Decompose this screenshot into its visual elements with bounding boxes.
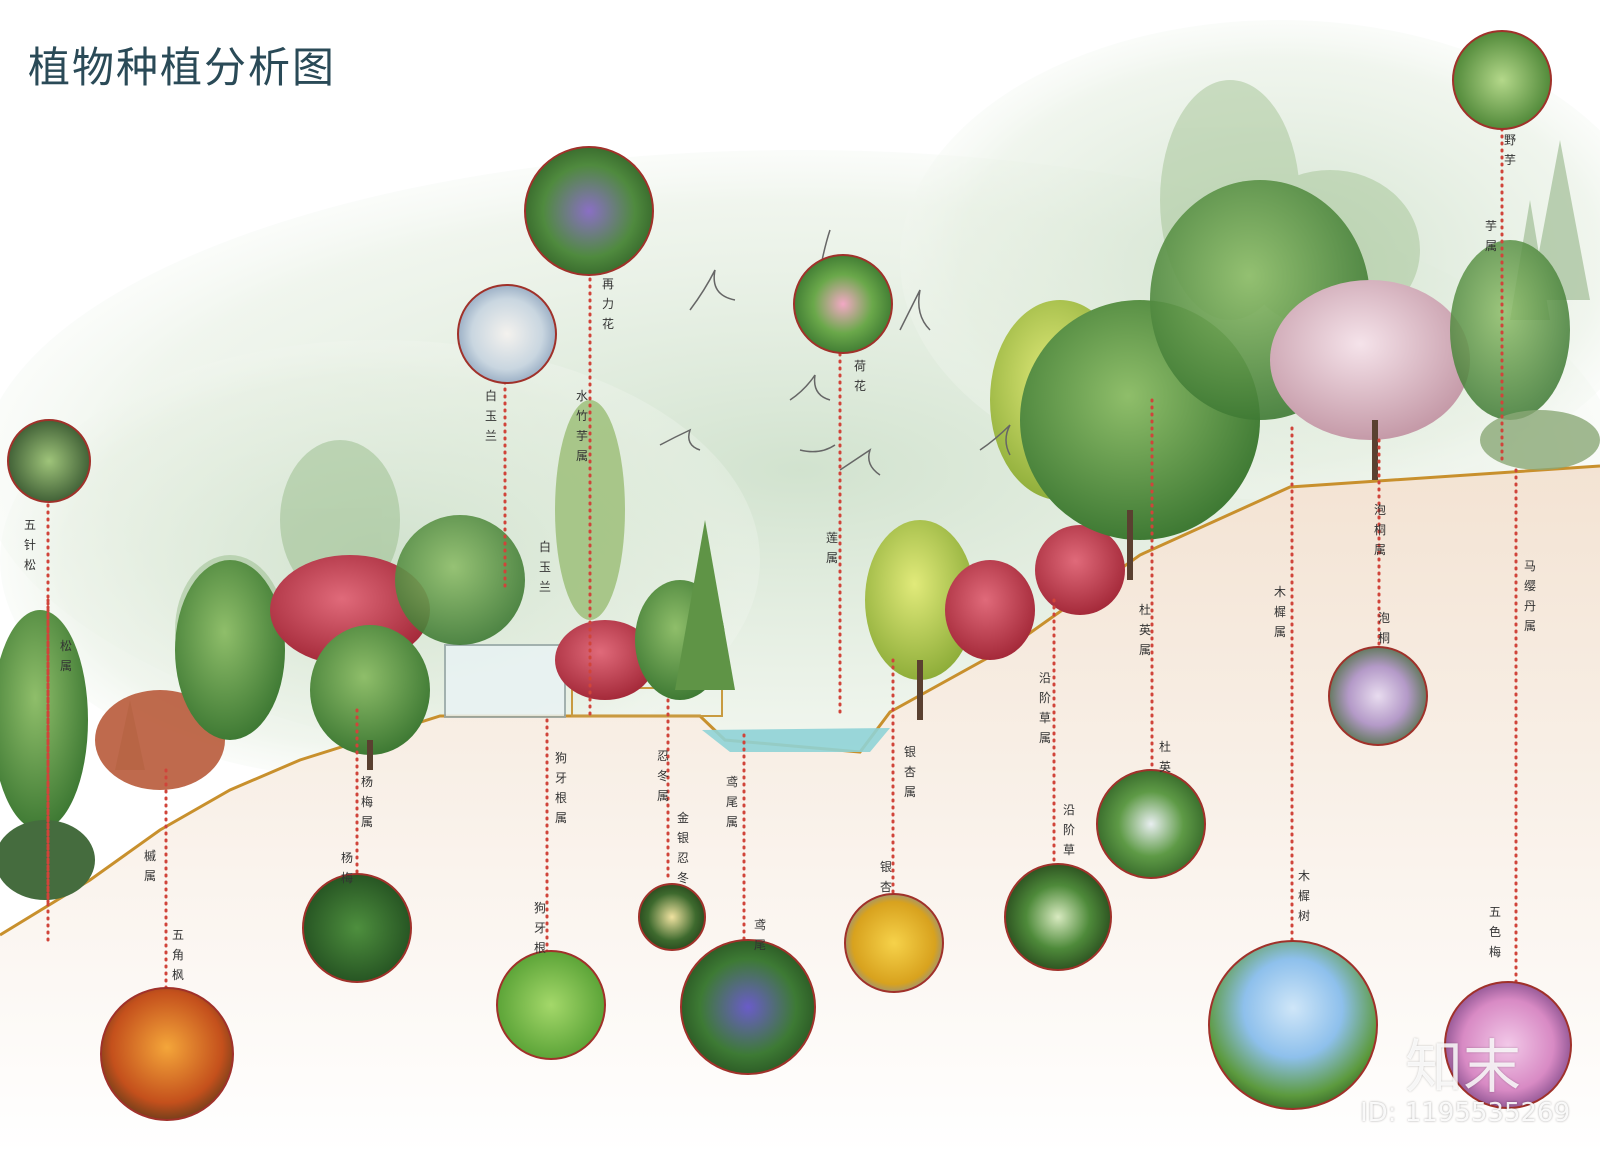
leader-lines — [46, 120, 1518, 997]
label-song-shu: 松属 — [59, 639, 72, 673]
label-wu-se-mei: 五色梅 — [1488, 905, 1501, 959]
watermark-logo: 知末 — [1405, 1033, 1522, 1101]
label-yang-mei: 杨梅 — [340, 851, 353, 885]
label-ye-yu: 野芋 — [1503, 133, 1516, 167]
label-zai-li-hua: 再力花 — [601, 277, 614, 331]
label-ma-ying-dan-shu: 马缨丹属 — [1523, 559, 1536, 633]
label-gou-ya-gen: 狗牙根 — [533, 901, 546, 955]
wooden-deck — [571, 687, 723, 717]
taro-photo — [1452, 30, 1552, 130]
iris-photo — [680, 939, 816, 1075]
lotus-photo — [793, 254, 893, 354]
page-title: 植物种植分析图 — [28, 43, 337, 92]
label-ren-dong-shu: 忍冬属 — [656, 749, 669, 803]
label-yuan-wei-shu: 鸢尾属 — [725, 775, 738, 829]
label-gou-ya-gen-shu: 狗牙根属 — [554, 751, 567, 825]
label-yan-jie-cao: 沿阶草 — [1062, 803, 1075, 857]
liriope-photo — [1004, 863, 1112, 971]
plant-photo-circles — [7, 30, 1572, 1121]
pond-water — [702, 728, 890, 752]
thalia-photo — [524, 146, 654, 276]
label-du-ying: 杜英 — [1158, 740, 1171, 774]
label-du-ying-shu: 杜英属 — [1138, 603, 1151, 657]
ground-section — [0, 466, 1600, 1154]
tree-trunks — [367, 420, 1378, 770]
osmanthus-photo — [1208, 940, 1378, 1110]
tree-layer — [0, 180, 1600, 900]
label-jin-yin-ren-dong: 金银忍冬 — [676, 811, 689, 885]
label-mu-xi-shu-tree: 木樨树 — [1297, 869, 1310, 923]
magnolia-photo — [457, 284, 557, 384]
five-needle-pine-photo — [7, 419, 91, 503]
label-shui-zhu-yu-shu: 水竹芋属 — [575, 389, 588, 463]
label-yin-xing: 银杏 — [879, 860, 892, 894]
lantana-photo — [1444, 981, 1572, 1109]
bermuda-grass-photo — [496, 950, 606, 1060]
label-pao-tong: 泡桐 — [1377, 611, 1390, 645]
glass-pavilion — [444, 644, 566, 718]
label-yan-jie-cao-shu: 沿阶草属 — [1038, 671, 1051, 745]
paulownia-photo — [1328, 646, 1428, 746]
label-qi-shu: 槭属 — [143, 849, 156, 883]
elaeocarpus-photo — [1096, 769, 1206, 879]
label-yin-xing-shu: 银杏属 — [903, 745, 916, 799]
honeysuckle-photo — [638, 883, 706, 951]
label-lian-shu: 莲属 — [825, 531, 838, 565]
ginkgo-photo — [844, 893, 944, 993]
label-mu-xi-shu: 木樨属 — [1273, 585, 1286, 639]
bayberry-photo — [302, 873, 412, 983]
label-bai-yu-lan: 白玉兰 — [484, 389, 497, 443]
watermark-id: ID: 1195535269 — [1360, 1098, 1571, 1128]
label-yuan-wei: 鸢尾 — [753, 918, 766, 952]
label-he-hua: 荷花 — [853, 359, 866, 393]
label-wu-jiao-feng: 五角枫 — [171, 928, 184, 982]
label-pao-tong-shu: 泡桐属 — [1373, 503, 1386, 557]
label-yu-shu: 芋属 — [1484, 219, 1497, 253]
maple-photo — [100, 987, 234, 1121]
label-wu-zhen-song: 五针松 — [23, 518, 36, 572]
label-bai-yu-lan-2: 白玉兰 — [538, 540, 551, 594]
label-yang-mei-shu: 杨梅属 — [360, 775, 373, 829]
